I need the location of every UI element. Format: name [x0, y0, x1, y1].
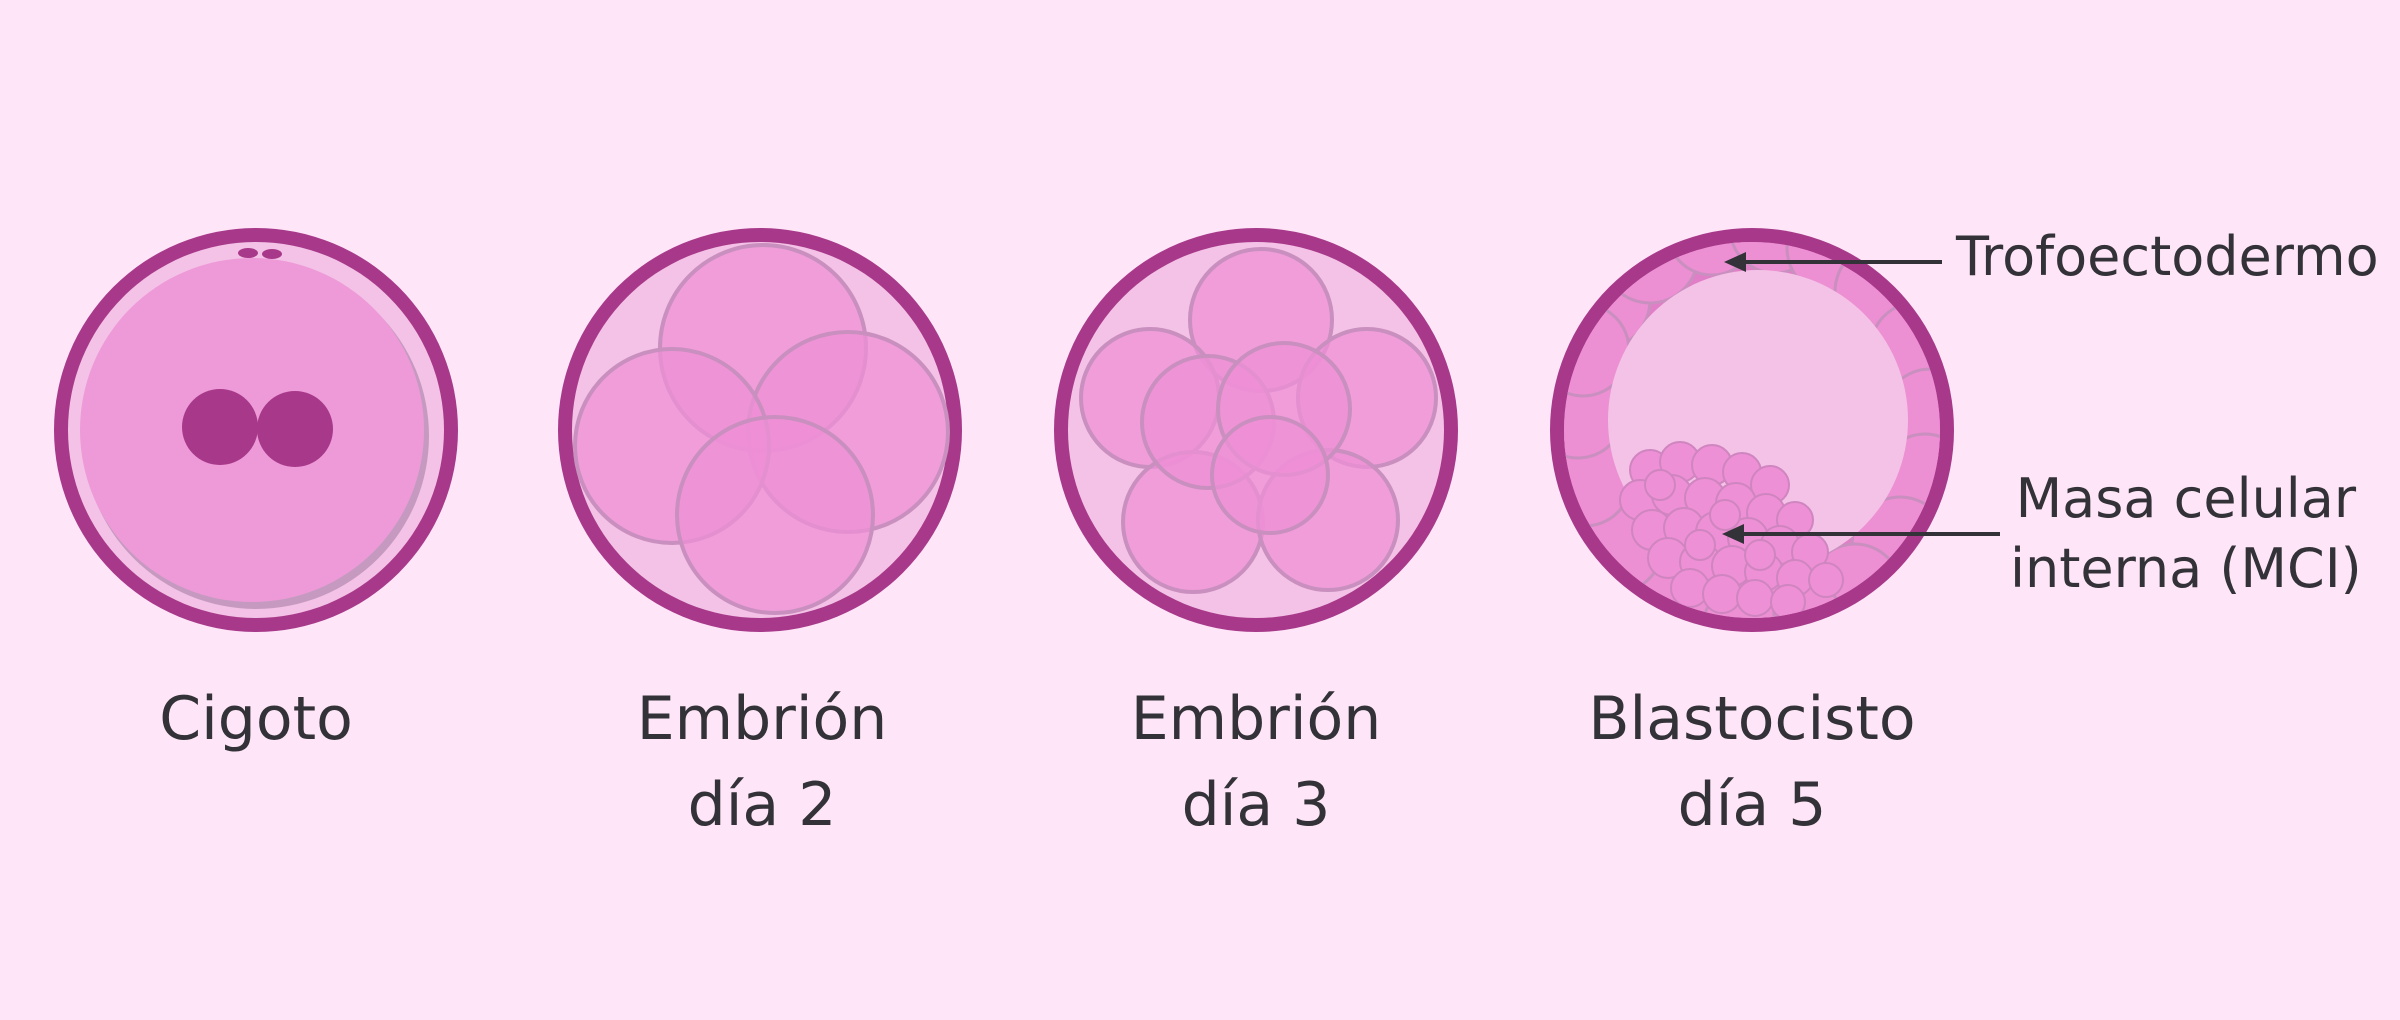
- blastomere: [675, 415, 875, 615]
- stage-label-line1: Embrión: [636, 684, 888, 754]
- pronucleus: [182, 389, 258, 465]
- polar-body: [262, 249, 282, 259]
- stage-label-line1: Embrión: [1130, 684, 1382, 754]
- callout-label-inner-cell-mass: Masa celular interna (MCI): [2010, 464, 2362, 604]
- stage-label-blastocyst-day5: Blastocisto día 5: [1572, 676, 1932, 848]
- stage-label-embryo-day2: Embrión día 2: [582, 676, 942, 848]
- stage-label-line2: día 5: [1677, 770, 1827, 840]
- pronucleus: [257, 391, 333, 467]
- blastomere: [1210, 415, 1330, 535]
- blastocyst-day5-illustration: [1550, 228, 1954, 632]
- stage-label-line2: día 3: [1181, 770, 1331, 840]
- callout-arrow-trophectoderm: [1724, 252, 1942, 272]
- callout-arrow-icm: [1722, 524, 2000, 544]
- embryo-day2-illustration: [558, 228, 962, 632]
- inner-cell-mass: [1619, 441, 1844, 618]
- stage-label-zygote: Cigoto: [76, 676, 436, 762]
- stage-label-line1: Cigoto: [159, 684, 353, 754]
- callout-label-trophectoderm: Trofoectodermo: [1956, 225, 2379, 288]
- embryo-day3-illustration: [1054, 228, 1458, 632]
- stage-label-line2: día 2: [687, 770, 837, 840]
- zygote-illustration: [54, 228, 458, 632]
- callout-label-line2: interna (MCI): [2010, 537, 2362, 600]
- stage-label-line1: Blastocisto: [1588, 684, 1916, 754]
- stage-label-embryo-day3: Embrión día 3: [1076, 676, 1436, 848]
- callout-label-line1: Masa celular: [2015, 467, 2357, 530]
- polar-body: [238, 248, 258, 258]
